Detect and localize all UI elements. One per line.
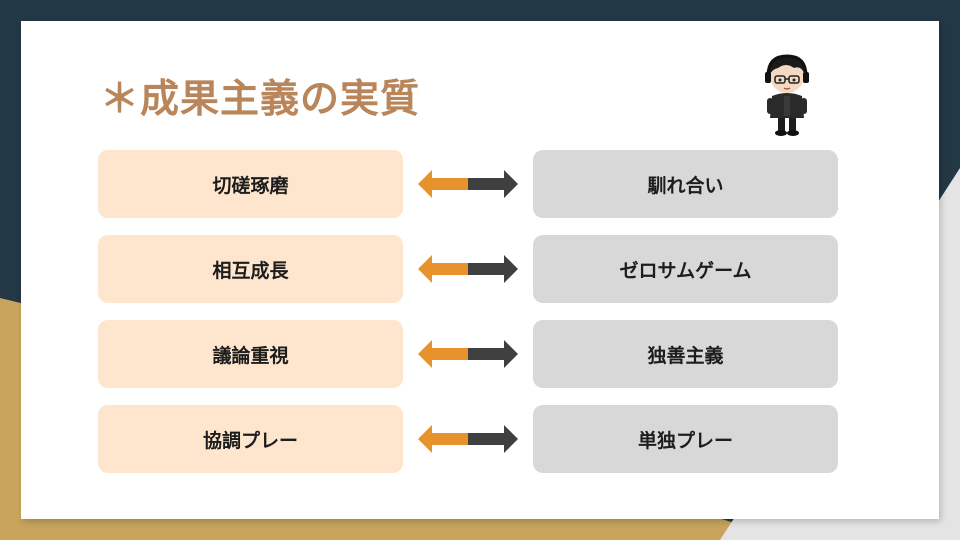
- comparison-row: 議論重視 独善主義: [0, 320, 960, 388]
- positive-trait-box: 協調プレー: [98, 405, 403, 473]
- double-arrow-icon: [418, 255, 518, 283]
- double-arrow-icon: [418, 170, 518, 198]
- comparison-row: 相互成長 ゼロサムゲーム: [0, 235, 960, 303]
- slide-title: ＊成果主義の実質: [100, 77, 421, 122]
- character-illustration: [765, 54, 809, 136]
- negative-trait-box: 馴れ合い: [533, 150, 838, 218]
- positive-trait-box: 議論重視: [98, 320, 403, 388]
- negative-trait-box: 独善主義: [533, 320, 838, 388]
- positive-trait-box: 切磋琢磨: [98, 150, 403, 218]
- comparison-row: 協調プレー 単独プレー: [0, 405, 960, 473]
- double-arrow-icon: [418, 425, 518, 453]
- comparison-row: 切磋琢磨 馴れ合い: [0, 150, 960, 218]
- positive-trait-box: 相互成長: [98, 235, 403, 303]
- negative-trait-box: 単独プレー: [533, 405, 838, 473]
- double-arrow-icon: [418, 340, 518, 368]
- negative-trait-box: ゼロサムゲーム: [533, 235, 838, 303]
